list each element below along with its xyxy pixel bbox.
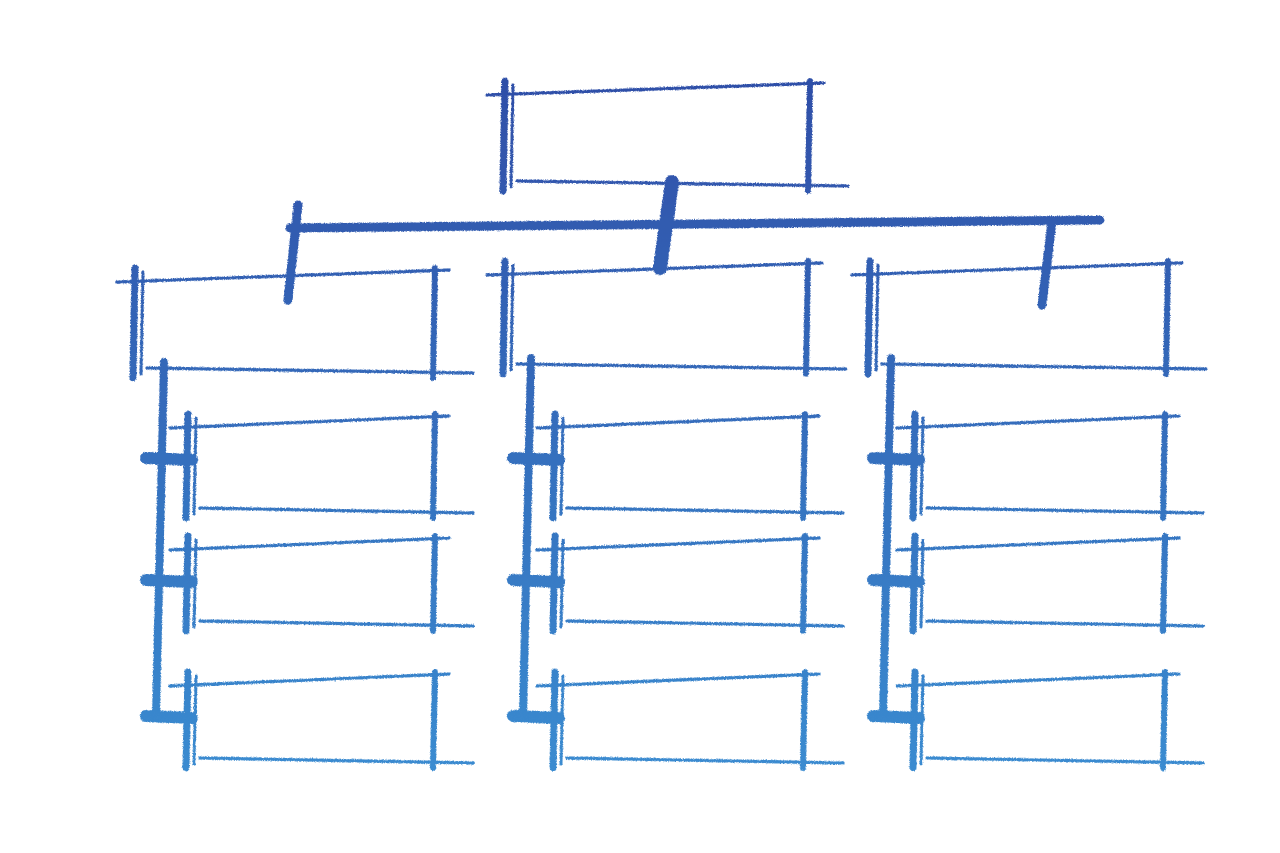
box-left-edge-2 [192, 538, 198, 629]
box-right-edge [800, 669, 808, 771]
connectors [140, 175, 1105, 724]
box-left-edge-2 [139, 270, 145, 376]
box-top-edge [485, 81, 826, 97]
boxes [115, 77, 1208, 772]
node-box-branch-2 [485, 257, 848, 378]
box-bottom-edge [565, 756, 845, 765]
box-left-edge-2 [192, 674, 198, 766]
box-left-edge-2 [559, 416, 565, 516]
box-top-edge [535, 414, 821, 430]
box-right-edge [430, 669, 438, 771]
node-box-leaf-1-1 [168, 410, 475, 522]
box-right-edge [1160, 411, 1168, 521]
node-box-leaf-1-3 [168, 668, 475, 772]
branch-spine-branch-1 [152, 358, 168, 720]
box-left-edge [499, 77, 509, 195]
box-bottom-edge [198, 506, 475, 515]
box-bottom-edge [880, 362, 1208, 371]
box-left-edge [909, 668, 919, 772]
box-right-edge [430, 533, 438, 634]
node-box-leaf-1-2 [168, 532, 475, 635]
node-box-leaf-3-2 [895, 532, 1205, 635]
box-left-edge [182, 532, 192, 635]
box-left-edge-2 [919, 674, 925, 766]
box-bottom-edge [515, 362, 848, 371]
box-top-edge [535, 536, 821, 552]
connector-drop-branch-3 [1037, 217, 1057, 310]
box-right-edge [805, 78, 813, 194]
box-left-edge [182, 410, 192, 522]
box-left-edge [129, 264, 139, 382]
box-left-edge [549, 532, 559, 635]
box-left-edge-2 [192, 416, 198, 516]
box-left-edge-2 [509, 83, 515, 189]
box-top-edge [115, 268, 451, 284]
box-bottom-edge [925, 506, 1205, 515]
box-bottom-edge [145, 366, 475, 375]
node-box-leaf-3-3 [895, 668, 1205, 772]
box-right-edge [800, 411, 808, 521]
branch-spine-branch-2 [519, 354, 535, 720]
box-left-edge [909, 532, 919, 635]
box-left-edge [549, 668, 559, 772]
node-box-leaf-2-3 [535, 668, 845, 772]
branch-spine-branch-3 [879, 354, 895, 720]
box-top-edge [168, 672, 451, 688]
connector-drop-branch-1 [283, 200, 303, 305]
box-left-edge [549, 410, 559, 522]
box-right-edge [1160, 669, 1168, 771]
box-right-edge [1163, 258, 1171, 377]
box-bottom-edge [198, 756, 475, 765]
box-top-edge [535, 672, 821, 688]
box-left-edge [182, 668, 192, 772]
box-right-edge [803, 258, 811, 377]
box-right-edge [430, 411, 438, 521]
box-right-edge [1160, 533, 1168, 634]
node-box-leaf-2-1 [535, 410, 845, 522]
box-top-edge [895, 672, 1181, 688]
root-center-drop [653, 175, 679, 275]
box-top-edge [895, 536, 1181, 552]
box-left-edge [499, 257, 509, 378]
box-right-edge [430, 265, 438, 381]
box-left-edge-2 [874, 263, 880, 372]
box-right-edge [800, 533, 808, 634]
node-box-leaf-3-1 [895, 410, 1205, 522]
node-box-root [485, 77, 850, 195]
box-bottom-edge [515, 179, 850, 188]
box-bottom-edge [925, 619, 1205, 628]
box-bottom-edge [198, 619, 475, 628]
box-left-edge-2 [919, 538, 925, 629]
box-left-edge-2 [509, 263, 515, 372]
box-top-edge [168, 536, 451, 552]
box-bottom-edge [565, 506, 845, 515]
node-box-branch-3 [850, 257, 1208, 378]
box-left-edge [909, 410, 919, 522]
box-bottom-edge [925, 756, 1205, 765]
box-left-edge [864, 257, 874, 378]
node-box-leaf-2-2 [535, 532, 845, 635]
root-horizontal-connector [285, 215, 1105, 233]
box-bottom-edge [565, 619, 845, 628]
node-box-branch-1 [115, 264, 475, 382]
box-left-edge-2 [559, 538, 565, 629]
box-top-edge [485, 261, 824, 277]
box-left-edge-2 [559, 674, 565, 766]
box-top-edge [895, 414, 1181, 430]
box-top-edge [168, 414, 451, 430]
box-top-edge [850, 261, 1184, 277]
box-left-edge-2 [919, 416, 925, 516]
